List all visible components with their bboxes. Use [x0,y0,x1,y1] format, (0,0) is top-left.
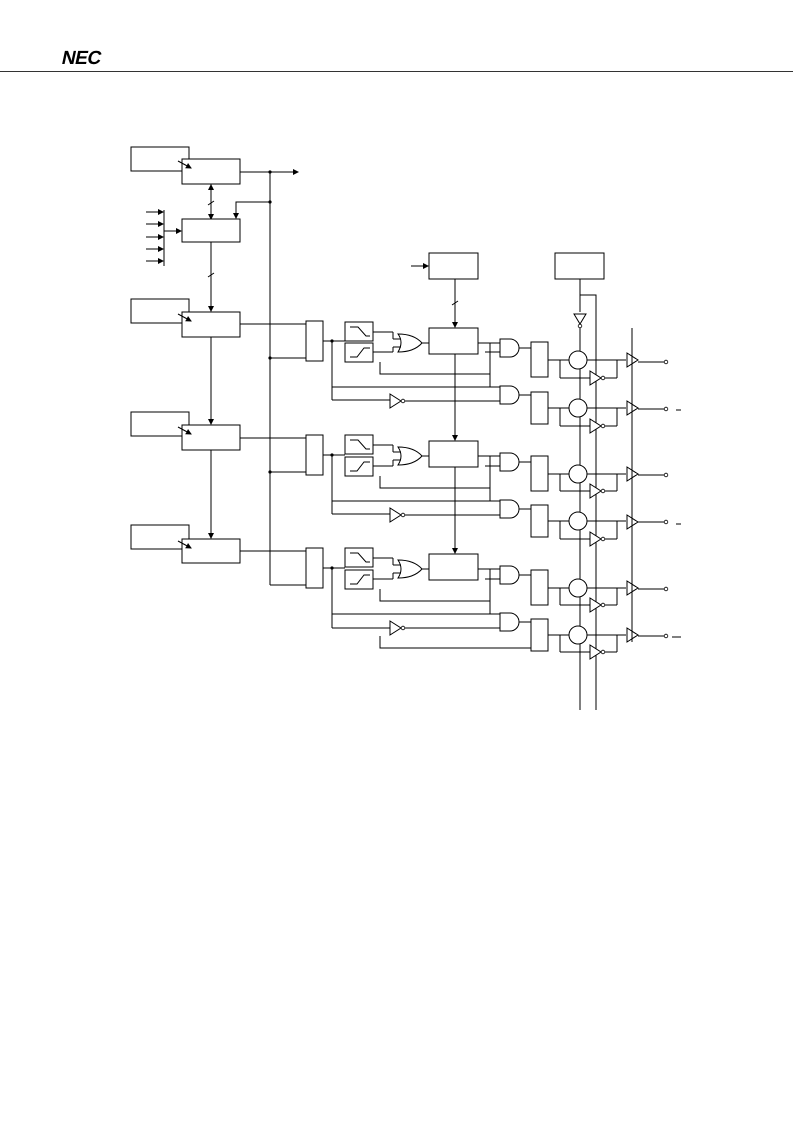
ch1-output-pin [663,359,669,365]
enable-buffer-icon [573,313,587,325]
ch1-counter-block [181,311,241,338]
ch3-output-latch-lower [530,618,549,652]
ch3-output-pin [663,586,669,592]
ch2-and-gate-lower [499,499,520,519]
ch1-inverter [389,393,402,409]
ch1-falling-edge-detector [344,321,374,342]
ch2-comparator [305,434,324,476]
ch2-deadtime-counter [428,440,479,468]
deadtime-register-block [428,252,479,280]
ch1-output-latch-upper [530,341,549,378]
ch3-counter-block [181,538,241,564]
ch1-output-pin-inverted [663,406,669,412]
ch1-or-gate [397,333,423,353]
ch1-deadtime-counter [428,327,479,355]
ch3-register-block [130,524,190,550]
ch3-and-gate-upper [499,565,520,585]
ch1-rising-edge-detector [344,342,374,363]
ch3-deadtime-counter [428,553,479,581]
channel-stage-2 [305,354,681,547]
top-register-block [130,146,190,172]
ch1-comparator [305,320,324,362]
channel-stage-3 [305,467,681,660]
ch2-buffer-lower [589,531,602,547]
ch3-inverter [389,620,402,636]
ch2-output-latch-lower [530,504,549,538]
ch2-or-gate [397,446,423,466]
ch3-output-pin-inverted [663,633,669,639]
ch1-buffer-upper [589,370,602,386]
ch2-and-gate-upper [499,452,520,472]
ch3-buffer-lower [589,644,602,660]
ch2-xor-lower [568,511,588,531]
ch2-rising-edge-detector [344,456,374,477]
ch2-buffer-upper [589,483,602,499]
top-right-blocks [411,252,605,710]
ch3-buffer-upper [589,597,602,613]
top-counter-block [181,158,241,185]
ch1-and-gate-lower [499,385,520,405]
ch3-rising-edge-detector [344,569,374,590]
ch2-output-pin [663,472,669,478]
ch3-xor-lower [568,625,588,645]
ch3-falling-edge-detector [344,547,374,568]
ch1-and-gate-upper [499,338,520,358]
ch2-output-pin-inverted [663,519,669,525]
output-control-block [554,252,605,280]
ch1-output-latch-lower [530,391,549,425]
ch2-xor-upper [568,464,588,484]
left-control-blocks [130,146,299,564]
ch3-comparator [305,547,324,589]
ch1-buffer-lower [589,418,602,434]
header-rule [0,71,793,72]
ch2-register-block [130,411,190,437]
ch1-xor-upper [568,350,588,370]
ch2-inverter [389,507,402,523]
ch2-counter-block [181,424,241,451]
ch3-or-gate [397,559,423,579]
ch1-xor-lower [568,398,588,418]
control-logic-block [181,218,241,243]
ch3-output-latch-upper [530,569,549,606]
channel-stage-1 [305,320,681,434]
ch1-register-block [130,298,190,324]
ch2-output-latch-upper [530,455,549,492]
ch2-falling-edge-detector [344,434,374,455]
ch3-and-gate-lower [499,612,520,632]
ch3-xor-upper [568,578,588,598]
internal-bus [240,170,306,586]
